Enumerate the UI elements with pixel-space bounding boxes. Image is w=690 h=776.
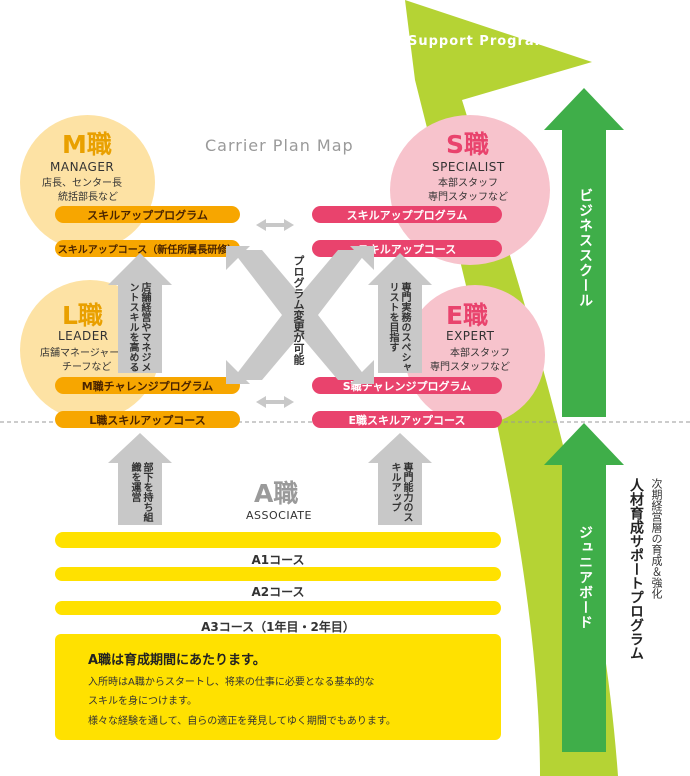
a1-band-top xyxy=(55,532,501,548)
e-desc-2: 専門スタッフなど xyxy=(430,362,510,373)
l-skillup-course-bar: L職スキルアップコース xyxy=(55,411,240,428)
m-subtitle: MANAGER xyxy=(50,160,115,174)
l-subtitle: LEADER xyxy=(58,329,109,343)
a-to-l-up-arrow xyxy=(108,433,172,525)
a-info-box xyxy=(55,634,501,740)
s-skillup-program-bar: スキルアッププログラム xyxy=(312,206,502,223)
l-to-m-arrow-text: 店舗経営やマネジメントスキルを高める xyxy=(127,282,150,372)
a-info-line-3: 様々な経験を通して、自らの適正を発見してゆく期間でもあります。 xyxy=(88,716,396,727)
m-skillup-program-bar: スキルアッププログラム xyxy=(55,206,240,223)
junior-board-arrow xyxy=(544,423,624,752)
a-info-title: A職は育成期間にあたります。 xyxy=(88,653,266,668)
e-to-s-up-arrow xyxy=(368,253,432,373)
program-name-label: 人材育成サポートプログラム xyxy=(628,478,644,660)
business-school-arrow xyxy=(544,88,624,417)
horizontal-double-arrows xyxy=(256,219,294,408)
a2-band xyxy=(55,567,501,581)
e-circle xyxy=(405,285,545,425)
l-to-m-up-arrow xyxy=(108,253,172,373)
l-desc-1: 店舗マネージャー xyxy=(40,348,120,359)
a-to-e-arrow-text: 専門能力のスキルアップ xyxy=(389,462,412,522)
e-s-challenge-program-bar: S職チャレンジプログラム xyxy=(312,377,502,394)
junior-board-label: ジュニアボード xyxy=(577,525,593,630)
a-title: A職 xyxy=(254,479,299,508)
e-subtitle: EXPERT xyxy=(446,329,495,343)
a3-course-label: A3コース（1年目・2年目） xyxy=(201,620,355,634)
l-title: L職 xyxy=(62,301,103,330)
s-desc-2: 専門スタッフなど xyxy=(428,192,508,203)
support-program-label: Support Program xyxy=(408,34,550,49)
a-info-line-1: 入所時はA職からスタートし、将来の仕事に必要となる基本的な xyxy=(88,677,375,688)
s-desc-1: 本部スタッフ xyxy=(438,178,498,189)
e-title: E職 xyxy=(446,301,489,330)
l-m-challenge-program-bar: M職チャレンジプログラム xyxy=(55,377,240,394)
a-to-e-up-arrow xyxy=(368,433,432,525)
m-title: M職 xyxy=(62,130,112,159)
a-info-line-2: スキルを身につけます。 xyxy=(88,696,197,707)
s-title: S職 xyxy=(446,130,490,159)
carrier-plan-map-title: Carrier Plan Map xyxy=(205,136,354,155)
a3-band xyxy=(55,601,501,615)
e-desc-1: 本部スタッフ xyxy=(450,348,510,359)
m-desc-2: 統括部長など xyxy=(58,192,118,203)
center-cross-arrows xyxy=(226,246,374,384)
next-gen-label: 次期経営層の育成＆強化 xyxy=(650,478,663,599)
a-subtitle: ASSOCIATE xyxy=(246,509,312,522)
m-desc-1: 店長、センター長 xyxy=(42,178,122,189)
a-to-l-arrow-text: 部下を持ち組織を運営 xyxy=(129,462,152,522)
s-subtitle: SPECIALIST xyxy=(432,160,505,174)
m-skillup-course-bar: スキルアップコース（新任所属長研修） xyxy=(55,240,240,257)
center-arrow-text: プログラム変更が可能 xyxy=(292,255,305,365)
e-skillup-course-bar: E職スキルアップコース xyxy=(312,411,502,428)
e-to-s-arrow-text: 専門実務のスペシャリストを目指す xyxy=(387,282,410,372)
business-school-label: ビジネススクール xyxy=(577,188,593,308)
a2-course-label: A2コース xyxy=(251,585,305,599)
l-desc-2: チーフなど xyxy=(62,362,112,373)
m-circle xyxy=(20,115,155,250)
a1-course-label: A1コース xyxy=(251,553,305,567)
